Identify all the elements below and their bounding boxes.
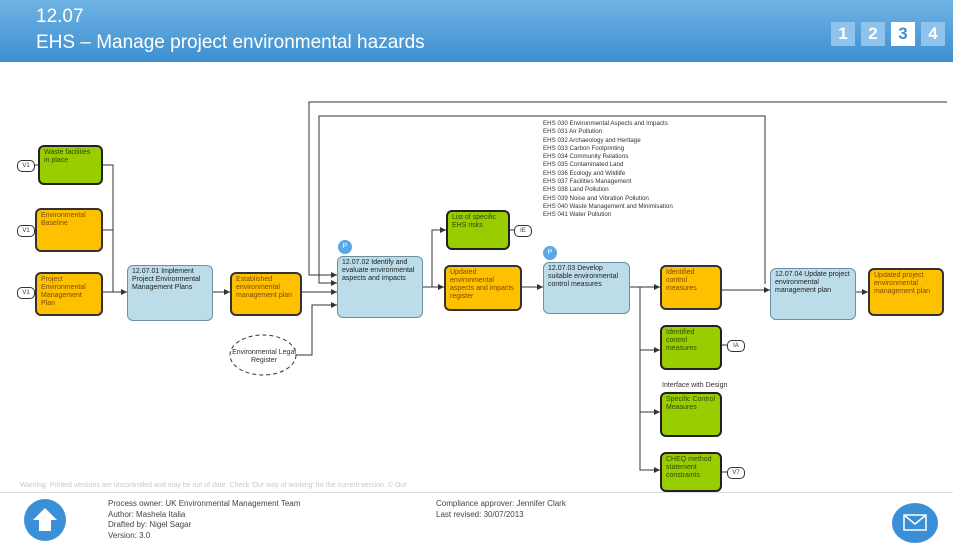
footer-owner-info: Process owner: UK Environmental Manageme…	[108, 499, 300, 541]
ehs-item: EHS 030 Environmental Aspects and Impact…	[543, 120, 668, 127]
identify-evaluate-node[interactable]: 12.07.02 Identify and evaluate environme…	[337, 256, 423, 318]
version: Version: 3.0	[108, 530, 151, 540]
ehs-item: EHS 040 Waste Management and Minimisatio…	[543, 202, 673, 210]
warning-text: Warning: Printed versions are uncontroll…	[20, 482, 407, 489]
v1-tag: V1	[17, 287, 35, 299]
process-owner: Process owner: UK Environmental Manageme…	[108, 499, 301, 508]
environmental-baseline-node[interactable]: Environmental Baseline	[35, 208, 103, 252]
updated-register-node[interactable]: Updated environmental aspects and impact…	[444, 265, 522, 311]
policy-badge: P	[543, 246, 557, 260]
established-plan-node[interactable]: Established environmental management pla…	[230, 272, 302, 316]
ehs-item: EHS 036 Ecology and Wildlife	[543, 169, 626, 177]
legal-register-node[interactable]: Environmental Legal Register	[232, 349, 296, 364]
v1-tag: V1	[17, 160, 35, 172]
mail-button[interactable]	[892, 503, 938, 543]
v1-tag: V1	[17, 225, 35, 237]
home-button[interactable]	[24, 499, 66, 541]
identified-controls-output-node[interactable]: Identified control measures	[660, 325, 722, 370]
ehs-item: EHS 037 Facilities Management	[543, 178, 632, 186]
interface-note: Interface with Design	[662, 382, 728, 389]
cheq-constraints-node[interactable]: CHEQ method statement constraints	[660, 452, 722, 492]
list-ehs-risks-node[interactable]: List of specific EHS risks	[446, 210, 510, 250]
footer: Process owner: UK Environmental Manageme…	[0, 492, 953, 549]
ehs-item: EHS 039 Noise and Vibration Pollution	[543, 194, 649, 202]
implement-node[interactable]: 12.07.01 Implement Project Environmental…	[127, 265, 213, 321]
header-bar: 12.07 EHS – Manage project environmental…	[0, 0, 953, 62]
last-revised: Last revised: 30/07/2013	[436, 509, 524, 519]
drafted-by: Drafted by: Nigel Sagar	[108, 520, 192, 529]
page-navigation: 1 2 3 4	[831, 22, 945, 46]
footer-compliance-info: Compliance approver: Jennifer Clark Last…	[436, 499, 566, 520]
mail-icon	[903, 514, 927, 531]
ehs-item: EHS 038 Land Pollution	[543, 186, 609, 194]
process-number: 12.07	[36, 6, 84, 27]
ie-tag: IE	[514, 225, 532, 237]
page-title: EHS – Manage project environmental hazar…	[36, 32, 425, 53]
author: Author: Mashela Italia	[108, 509, 186, 519]
compliance-approver: Compliance approver: Jennifer Clark	[436, 499, 566, 508]
policy-badge: P	[338, 240, 352, 254]
waste-facilities-node[interactable]: Waste facilities in place	[38, 145, 103, 185]
ehs-item: EHS 031 Air Pollution	[543, 128, 603, 136]
develop-controls-node[interactable]: 12.07.03 Develop suitable environmental …	[543, 262, 630, 314]
page-2-button[interactable]: 2	[861, 22, 885, 46]
page-4-button[interactable]: 4	[921, 22, 945, 46]
v7-tag: V7	[727, 467, 745, 479]
ehs-standards-list: EHS 030 Environmental Aspects and Impact…	[543, 120, 673, 220]
specific-controls-node[interactable]: Specific Control Measures	[660, 392, 722, 437]
ehs-item: EHS 034 Community Relations	[543, 153, 629, 161]
ia-tag: IA	[727, 340, 745, 352]
page-1-button[interactable]: 1	[831, 22, 855, 46]
pemp-node[interactable]: Project Environmental Management Plan	[35, 272, 103, 316]
identified-controls-node[interactable]: Identified control measures	[660, 265, 722, 310]
ehs-item: EHS 041 Water Pollution	[543, 211, 612, 219]
flow-connectors	[33, 101, 947, 473]
ehs-item: EHS 032 Archaeology and Heritage	[543, 136, 641, 144]
home-icon	[33, 508, 57, 531]
ehs-item: EHS 033 Carbon Footprinting	[543, 144, 625, 152]
updated-plan-node[interactable]: Updated project environmental management…	[868, 268, 944, 316]
ehs-item: EHS 035 Contaminated Land	[543, 161, 624, 169]
update-plan-node[interactable]: 12.07.04 Update project environmental ma…	[770, 268, 856, 320]
page-3-button[interactable]: 3	[891, 22, 915, 46]
